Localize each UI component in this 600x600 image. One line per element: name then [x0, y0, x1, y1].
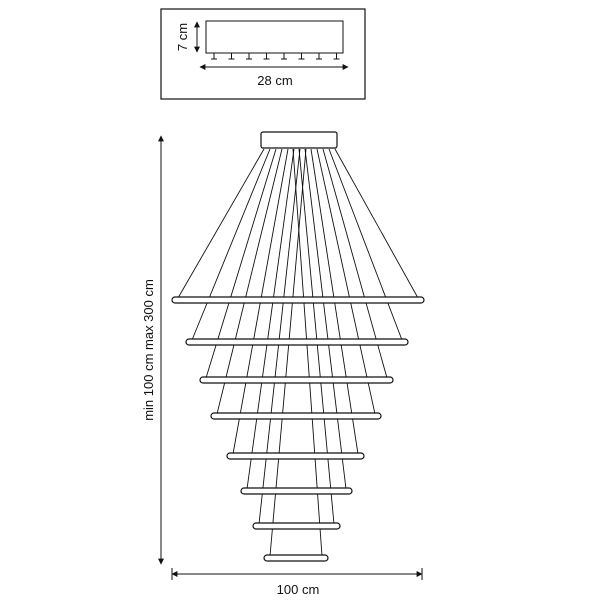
canopy-pins	[211, 53, 340, 60]
wire-right	[316, 148, 376, 415]
wire-left	[269, 148, 307, 557]
canopy-width-label: 28 cm	[257, 73, 292, 88]
ceiling-canopy	[260, 131, 338, 149]
height-dimension-label: min 100 cm max 300 cm	[141, 279, 156, 421]
light-ring	[252, 522, 341, 530]
wire-right	[334, 148, 419, 299]
canopy-detail: 7 cm 28 cm	[160, 8, 366, 100]
wire-right	[304, 148, 347, 490]
light-ring	[226, 452, 365, 460]
wire-left	[246, 148, 295, 490]
wire-left	[258, 148, 301, 525]
light-rings	[171, 296, 425, 562]
detail-frame	[160, 8, 366, 100]
light-ring	[185, 338, 409, 346]
wire-left	[191, 148, 271, 341]
canopy-body	[205, 20, 344, 54]
light-ring	[171, 296, 425, 304]
wire-left	[216, 148, 283, 415]
light-ring	[199, 376, 394, 384]
width-dimension-label: 100 cm	[277, 582, 320, 597]
wire-right	[328, 148, 403, 341]
wire-left	[177, 148, 265, 299]
wire-right	[298, 148, 335, 525]
light-ring	[240, 487, 353, 495]
light-ring	[210, 412, 382, 420]
suspension-wires	[177, 148, 419, 557]
chandelier-view: min 100 cm max 300 cm 100 cm	[141, 131, 425, 597]
canopy-height-label: 7 cm	[175, 23, 190, 51]
light-ring	[263, 554, 329, 562]
